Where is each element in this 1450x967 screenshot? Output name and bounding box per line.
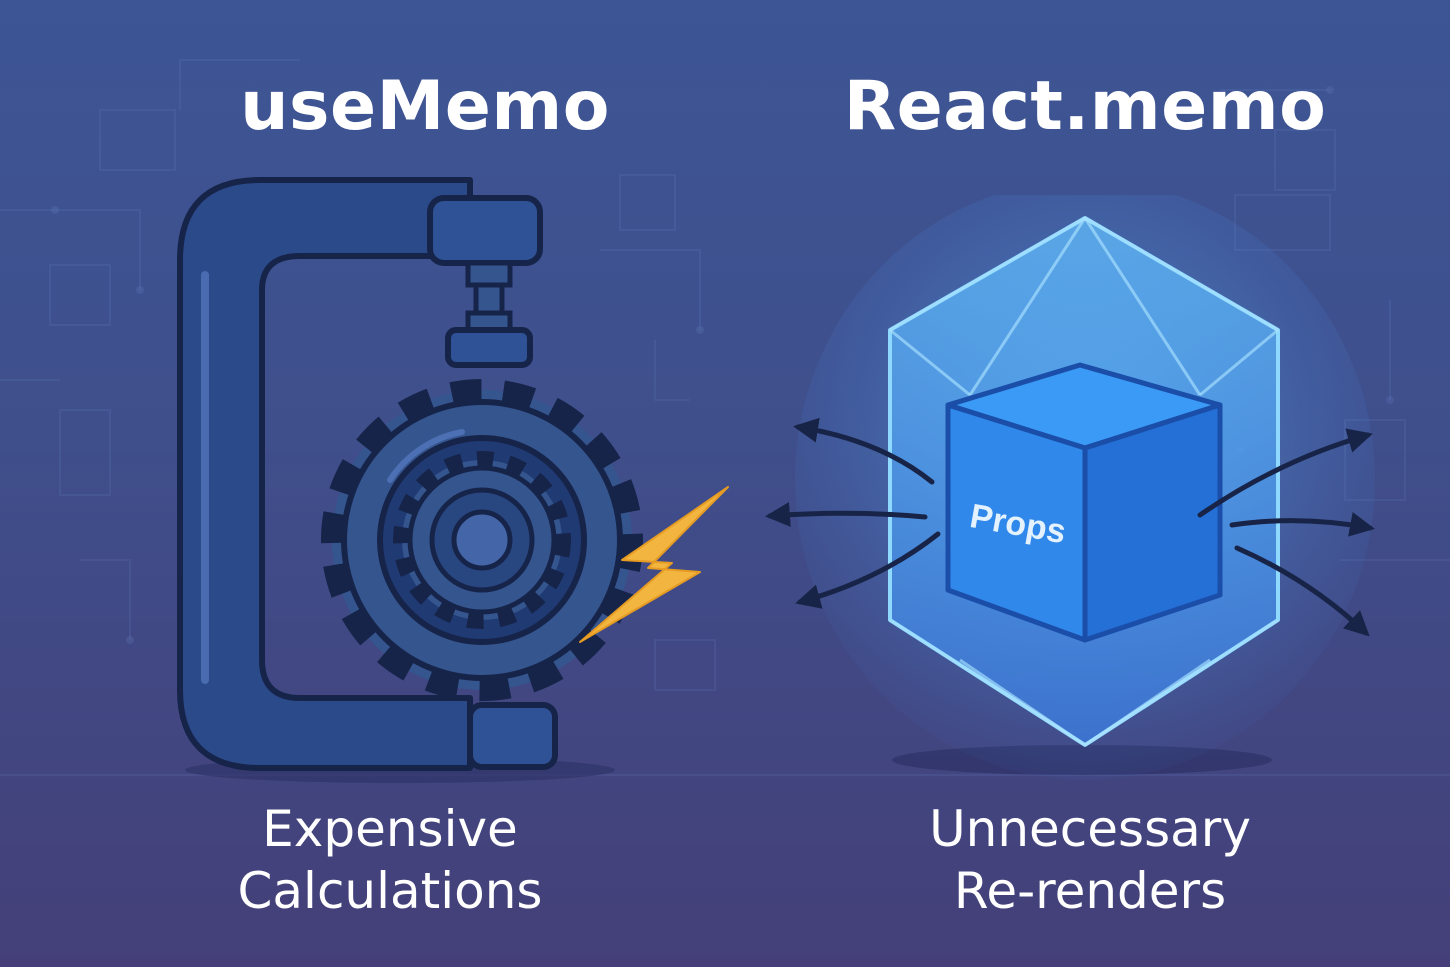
- crystal-cube-illustration: Props: [765, 195, 1375, 780]
- clamp-icon: [177, 177, 558, 771]
- usememo-caption-line-1: Expensive: [262, 800, 518, 858]
- cube-icon: Props: [945, 362, 1223, 643]
- usememo-caption-line-2: Calculations: [237, 862, 543, 920]
- react-memo-caption-line-2: Re-renders: [953, 862, 1227, 920]
- clamp-gear-illustration: [177, 177, 729, 783]
- react-memo-caption-line-1: Unnecessary: [929, 800, 1251, 858]
- arrow-icons: [765, 417, 1375, 637]
- usememo-title: useMemo: [240, 67, 610, 146]
- usememo-caption: Expensive Calculations: [140, 798, 640, 922]
- react-memo-caption: Unnecessary Re-renders: [840, 798, 1340, 922]
- lightning-bolt-icon: [579, 486, 729, 643]
- gear-icon: [321, 379, 643, 701]
- react-memo-title: React.memo: [843, 67, 1327, 146]
